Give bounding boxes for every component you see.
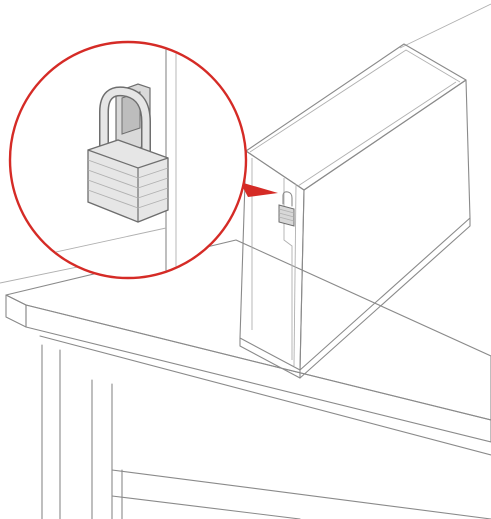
- desk: [5, 239, 491, 519]
- computer-tower: [239, 43, 471, 379]
- padlock-icon-small: [278, 191, 295, 227]
- pointer-arrow-icon: [240, 182, 278, 197]
- padlock-icon: [87, 83, 169, 223]
